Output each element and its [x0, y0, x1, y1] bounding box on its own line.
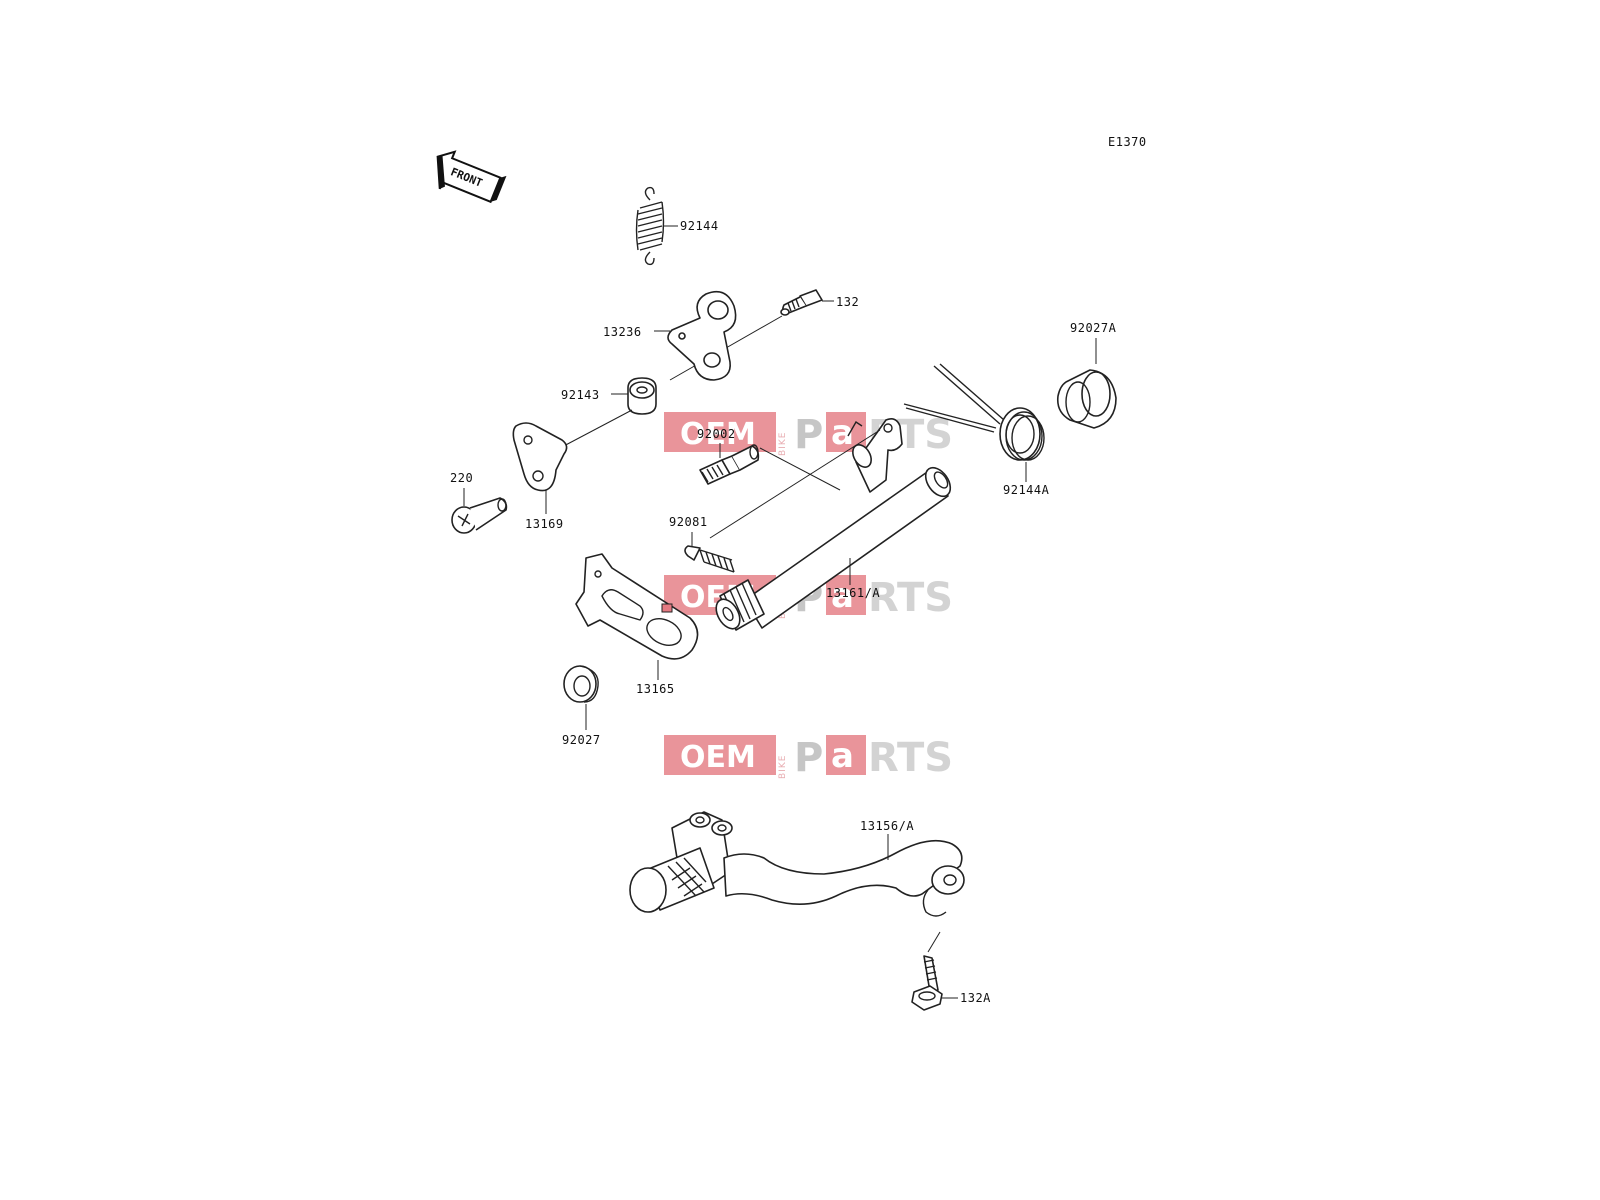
- watermark-logo: OEM BIKE P a RTS: [664, 735, 953, 781]
- label-13156a[interactable]: 13156/A: [860, 819, 914, 833]
- label-13236[interactable]: 13236: [603, 325, 642, 339]
- part-13165-plate[interactable]: [575, 553, 699, 660]
- label-92144[interactable]: 92144: [680, 219, 719, 233]
- leader-132a-axis: [927, 931, 941, 953]
- label-13165[interactable]: 13165: [636, 682, 675, 696]
- part-92002-stud[interactable]: [699, 444, 760, 485]
- label-92143[interactable]: 92143: [561, 388, 600, 402]
- label-92027a[interactable]: 92027A: [1070, 321, 1117, 335]
- label-132a[interactable]: 132A: [960, 991, 991, 1005]
- part-13161a-shift-shaft[interactable]: [711, 418, 955, 633]
- leader-92002-axis: [759, 447, 841, 491]
- watermark-bike-text: BIKE: [778, 755, 788, 779]
- label-92081[interactable]: 92081: [669, 515, 708, 529]
- watermark-logo: OEM BIKE P a RTS: [664, 412, 953, 458]
- part-92144a-torsion-spring[interactable]: [903, 363, 1045, 461]
- label-220[interactable]: 220: [450, 471, 473, 485]
- watermark-a-text: a: [831, 736, 854, 776]
- label-92144a[interactable]: 92144A: [1003, 483, 1050, 497]
- part-92143-collar[interactable]: [627, 377, 657, 415]
- label-13161a[interactable]: 13161/A: [826, 586, 880, 600]
- watermark-bike-text: BIKE: [778, 432, 788, 456]
- leader-92143-axis: [559, 409, 633, 449]
- watermark-a-text: a: [831, 413, 854, 453]
- watermark-p-text: P: [794, 735, 823, 781]
- label-132[interactable]: 132: [836, 295, 859, 309]
- front-arrow-icon: FRONT: [436, 150, 507, 204]
- diagram-code: E1370: [1108, 135, 1147, 149]
- watermark-p-text: P: [794, 412, 823, 458]
- part-13156a-shift-pedal[interactable]: [629, 811, 965, 917]
- watermark-rts-text: RTS: [868, 735, 953, 781]
- watermark-oem-text: OEM: [680, 417, 756, 452]
- part-92144-spring[interactable]: [635, 186, 665, 266]
- leader-92081-axis: [709, 429, 881, 539]
- part-220-screw[interactable]: [451, 497, 508, 534]
- label-13169[interactable]: 13169: [525, 517, 564, 531]
- watermark-rts-text: RTS: [868, 575, 953, 621]
- label-92002[interactable]: 92002: [697, 427, 736, 441]
- part-132-bolt[interactable]: [780, 289, 823, 316]
- part-132a-bolt[interactable]: [911, 955, 943, 1011]
- watermark-a-text: a: [831, 576, 854, 616]
- part-92027a-bushing[interactable]: [1056, 369, 1117, 429]
- part-92081-spring[interactable]: [684, 545, 735, 573]
- watermark-oem-text: OEM: [680, 740, 756, 775]
- part-13169-plate[interactable]: [512, 422, 568, 492]
- part-92027-washer[interactable]: [563, 665, 599, 703]
- part-13236-lever[interactable]: [667, 290, 737, 381]
- label-92027[interactable]: 92027: [562, 733, 601, 747]
